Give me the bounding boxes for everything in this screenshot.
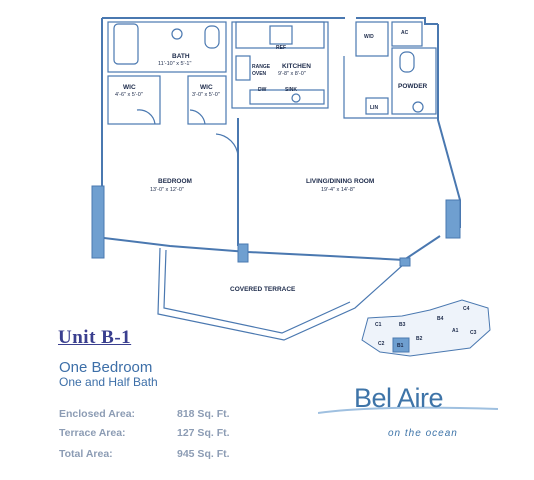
wic-door-right — [189, 109, 206, 125]
kitchen-dims: 9'-8" x 8'-0" — [278, 71, 306, 77]
linen — [365, 97, 389, 115]
wd-label: W/D — [364, 34, 374, 40]
kitchen-area — [231, 21, 329, 109]
top-wall — [102, 17, 438, 25]
area-label: Total Area: — [59, 448, 113, 460]
ac-closet — [391, 21, 423, 47]
kitchen-label: KITCHEN — [282, 63, 311, 70]
key-c1: C1 — [375, 322, 382, 328]
wic-right-dims: 3'-0" x 5'-0" — [192, 92, 220, 98]
dw-label: DW — [258, 87, 267, 93]
oven-label: OVEN — [252, 71, 267, 77]
bath-dims: 11'-10" x 5'-1" — [158, 61, 191, 67]
key-plan-highlight — [392, 337, 410, 353]
area-label: Enclosed Area: — [59, 408, 136, 420]
area-value: 818 Sq. Ft. — [177, 408, 230, 420]
key-c2: C2 — [378, 341, 385, 347]
column-right — [445, 199, 461, 239]
key-plan-outline — [361, 299, 491, 357]
wic-right — [187, 75, 227, 125]
kitchen-counter-lower — [249, 89, 325, 105]
column-terrace — [399, 257, 411, 267]
bathtub — [113, 23, 139, 65]
living-partition — [343, 56, 438, 119]
bath-sink — [171, 28, 183, 40]
bedroom-label: BEDROOM — [158, 178, 192, 185]
wic-left — [107, 75, 161, 125]
kitchen-sink — [291, 93, 301, 103]
key-b2: B2 — [416, 336, 423, 342]
area-value: 945 Sq. Ft. — [177, 448, 230, 460]
powder-room — [391, 47, 437, 115]
total-area-row: Total Area: 945 Sq. Ft. — [59, 448, 279, 467]
bedroom-door — [215, 133, 239, 157]
key-c3: C3 — [470, 330, 477, 336]
column-center — [237, 243, 249, 263]
laundry — [355, 21, 389, 57]
window-wall — [103, 235, 441, 262]
key-plan — [361, 299, 491, 357]
living-label: LIVING/DINING ROOM — [306, 178, 374, 185]
right-wall — [437, 24, 461, 228]
range-label: RANGE — [252, 64, 271, 70]
bedroom-count: One Bedroom — [59, 359, 153, 376]
area-table: Enclosed Area: 818 Sq. Ft. Terrace Area:… — [59, 408, 279, 467]
swoosh-icon — [318, 406, 498, 414]
refrigerator — [269, 25, 293, 45]
sink-label: SINK — [285, 87, 297, 93]
brand-name: Bel Aire — [354, 383, 444, 413]
wic-right-label: WIC — [200, 84, 213, 91]
powder-toilet — [399, 51, 415, 73]
key-b4: B4 — [437, 316, 444, 322]
bath-room — [107, 21, 227, 73]
terrace-outline — [157, 247, 405, 341]
area-value: 127 Sq. Ft. — [177, 427, 230, 439]
ac-label: AC — [401, 30, 409, 36]
unit-title: Unit B-1 — [58, 327, 132, 348]
bath-count: One and Half Bath — [59, 375, 158, 389]
powder-label: POWDER — [398, 83, 428, 90]
kitchen-counter — [235, 21, 325, 49]
terrace-area-row: Terrace Area: 127 Sq. Ft. — [59, 427, 279, 446]
key-b1: B1 — [397, 343, 404, 349]
toilet — [204, 25, 220, 49]
range — [235, 55, 251, 81]
ref-label: REF — [276, 45, 286, 51]
enclosed-area-row: Enclosed Area: 818 Sq. Ft. — [59, 408, 279, 427]
lin-label: LIN — [370, 105, 378, 111]
wic-left-dims: 4'-6" x 5'-0" — [115, 92, 143, 98]
wic-left-label: WIC — [123, 84, 136, 91]
bath-label: BATH — [172, 53, 190, 60]
terrace-outline-inner — [163, 249, 351, 334]
brand-tagline: on the ocean — [388, 428, 458, 439]
bedroom-dims: 13'-0" x 12'-0" — [150, 187, 184, 193]
key-a1: A1 — [452, 328, 459, 334]
wic-door-left — [136, 109, 156, 125]
key-b3: B3 — [399, 322, 406, 328]
column-left — [91, 185, 105, 259]
living-dims: 19'-4" x 14'-8" — [321, 187, 355, 193]
terrace-label: COVERED TERRACE — [230, 286, 296, 293]
powder-sink — [412, 101, 424, 113]
brand-logo: Bel Aire on the ocean — [318, 383, 498, 443]
key-c4: C4 — [463, 306, 470, 312]
area-label: Terrace Area: — [59, 427, 126, 439]
